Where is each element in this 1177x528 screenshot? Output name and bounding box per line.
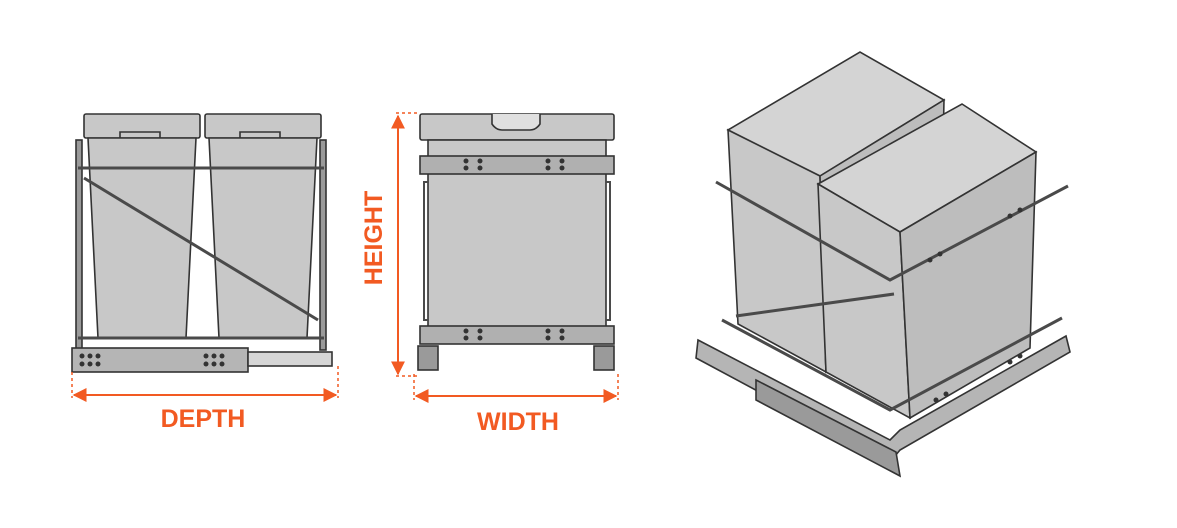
side-slide-rail [71, 347, 249, 373]
height-label: HEIGHT [360, 191, 388, 285]
side-view [71, 113, 333, 373]
side-lid-left [83, 113, 201, 139]
width-label: WIDTH [477, 408, 559, 436]
isometric-view [695, 51, 1071, 478]
depth-label: DEPTH [161, 405, 246, 433]
side-lid-right [204, 113, 322, 139]
front-view [417, 113, 615, 371]
